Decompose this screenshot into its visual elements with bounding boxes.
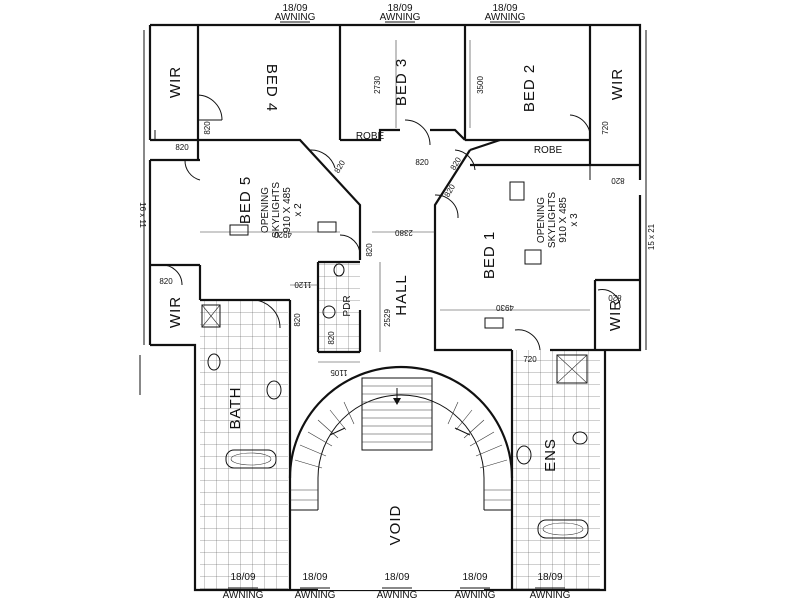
- dim-2529: 2529: [383, 309, 392, 327]
- svg-text:SKYLIGHTS: SKYLIGHTS: [547, 192, 558, 248]
- awning-bottom-3-label: AWNING: [377, 590, 418, 600]
- room-label-bath: BATH: [227, 387, 244, 430]
- room-label-wir-top-right: WIR: [609, 68, 626, 100]
- awning-bottom-2-label: AWNING: [295, 590, 336, 600]
- dim-1120: 1120: [294, 280, 312, 289]
- awning-bottom-3-size: 18/09: [384, 572, 409, 583]
- dim-820-pdr-door: 820: [327, 331, 336, 345]
- room-label-robe-left: ROBE: [356, 131, 385, 142]
- dim-2380: 2380: [395, 228, 413, 237]
- void-area: [318, 510, 484, 590]
- dimension-lines: [200, 40, 590, 363]
- room-label-bed-5: BED 5: [237, 176, 254, 224]
- dim-820-wir-right: 820: [608, 293, 622, 302]
- room-label-pdr: PDR: [342, 295, 353, 316]
- skylight-note-bed-1: OPENING SKYLIGHTS 910 X 485 x 3: [536, 192, 580, 248]
- awning-bottom-2-size: 18/09: [302, 572, 327, 583]
- room-label-bed-4: BED 4: [263, 64, 280, 112]
- ens-tiles: [512, 350, 600, 590]
- bath-tiles: [200, 300, 288, 590]
- svg-text:SKYLIGHTS: SKYLIGHTS: [271, 182, 282, 238]
- room-label-robe-right: ROBE: [534, 145, 563, 156]
- dim-820-bath-door: 820: [293, 313, 302, 327]
- awning-top-3-label: AWNING: [485, 12, 526, 23]
- svg-text:910 X 485: 910 X 485: [558, 197, 569, 243]
- dim-820-wir-left: 820: [159, 277, 173, 286]
- dim-4930: 4930: [496, 303, 514, 312]
- awning-top-1-size: 18/09: [282, 3, 307, 14]
- interior-walls: [150, 25, 640, 590]
- dim-720-bed2: 720: [601, 121, 610, 135]
- awning-top-2-label: AWNING: [380, 12, 421, 23]
- dim-16x11-window: 16 x 11: [138, 202, 147, 228]
- dim-15x21-window: 15 x 21: [647, 223, 656, 250]
- svg-text:OPENING: OPENING: [536, 197, 547, 243]
- staircase: [288, 365, 514, 511]
- room-label-ens: ENS: [542, 438, 559, 472]
- svg-text:OPENING: OPENING: [260, 187, 271, 233]
- awning-top-3-size: 18/09: [492, 3, 517, 14]
- awning-bottom-4-size: 18/09: [462, 572, 487, 583]
- dim-820-wir-door: 820: [175, 143, 189, 152]
- svg-text:x 2: x 2: [293, 203, 304, 217]
- dim-2730: 2730: [373, 76, 382, 94]
- awning-top-1-label: AWNING: [275, 12, 316, 23]
- dim-1105: 1105: [330, 368, 348, 377]
- dim-3500: 3500: [476, 76, 485, 94]
- awning-bottom-1-label: AWNING: [223, 590, 264, 600]
- svg-text:x 3: x 3: [569, 213, 580, 227]
- awning-top-2-size: 18/09: [387, 3, 412, 14]
- dim-820-bed2-door: 820: [449, 155, 464, 172]
- fixtures: [201, 181, 589, 539]
- dim-820-bed3-door: 820: [333, 158, 348, 175]
- dim-820-ensuite-window: 820: [611, 176, 625, 185]
- door-swings: [159, 94, 621, 351]
- room-label-hall: HALL: [393, 274, 410, 316]
- room-label-wir-right: WIR: [607, 299, 624, 331]
- dim-720-ens: 720: [523, 355, 537, 364]
- dim-820-bed4-door: 820: [203, 121, 212, 135]
- awning-bottom-1-size: 18/09: [230, 572, 255, 583]
- awning-windows: [228, 21, 565, 589]
- room-label-bed-2: BED 2: [521, 64, 538, 112]
- room-label-wir-top-left: WIR: [167, 66, 184, 98]
- room-label-void: VOID: [387, 505, 404, 546]
- dim-820-hall: 820: [415, 158, 429, 167]
- room-label-wir-left: WIR: [167, 296, 184, 328]
- room-label-bed-1: BED 1: [481, 231, 498, 279]
- skylight-note-bed-5: OPENING SKYLIGHTS 910 X 485 x 2: [260, 182, 304, 238]
- room-label-bed-3: BED 3: [393, 58, 410, 106]
- awning-bottom-4-label: AWNING: [455, 590, 496, 600]
- outer-walls: [143, 23, 647, 592]
- dim-4920: 4920: [274, 230, 292, 239]
- awning-bottom-5-label: AWNING: [530, 590, 571, 600]
- svg-text:910 X 485: 910 X 485: [282, 187, 293, 233]
- awning-bottom-5-size: 18/09: [537, 572, 562, 583]
- dim-820-hall-door: 820: [365, 243, 374, 257]
- dim-820-bed1-door: 820: [443, 182, 458, 199]
